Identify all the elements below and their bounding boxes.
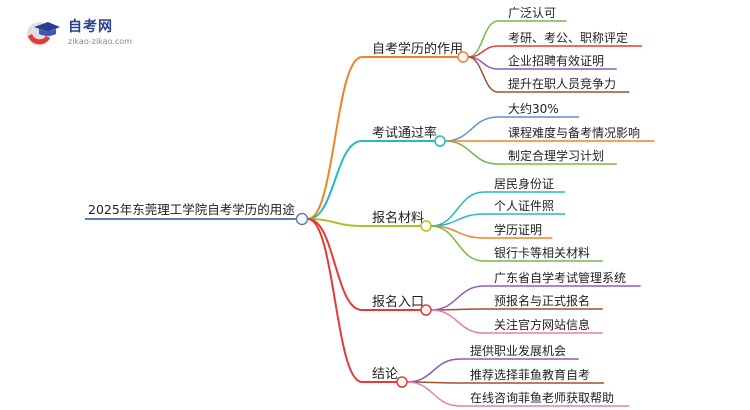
leaf-label-5-1[interactable]: 提供职业发展机会 xyxy=(470,343,566,358)
edge-root-to-branch-3 xyxy=(307,218,363,227)
leaf-label-3-1[interactable]: 居民身份证 xyxy=(494,176,554,191)
branch-label-1[interactable]: 自考学历的作用 xyxy=(372,41,463,57)
leaf-label-4-3[interactable]: 关注官方网站信息 xyxy=(494,317,590,332)
branch-node-5[interactable] xyxy=(396,376,408,388)
branch-node-1[interactable] xyxy=(457,51,469,63)
branch-label-3[interactable]: 报名材料 xyxy=(372,210,424,226)
edge-root-to-branch-5 xyxy=(307,218,363,383)
branch-label-5[interactable]: 结论 xyxy=(372,367,398,382)
leaf-label-5-2[interactable]: 推荐选择菲鱼教育自考 xyxy=(470,367,590,382)
edge-branch-1-leaf-4 xyxy=(467,56,499,93)
site-logo[interactable]: 自考网 zikao-zikao.com xyxy=(24,16,144,56)
leaf-label-3-3[interactable]: 学历证明 xyxy=(494,222,542,237)
logo-title: 自考网 xyxy=(68,19,113,35)
leaf-label-4-1[interactable]: 广东省自学考试管理系统 xyxy=(494,270,626,285)
edge-root-to-branch-4 xyxy=(307,218,363,311)
edge-branch-5-leaf-3 xyxy=(406,381,461,407)
mindmap-nodes: 自考学历的作用 广泛认可考研、考公、职称评定企业招聘有效证明提升在职人员竞争力考试… xyxy=(88,6,640,405)
edge-branch-4-leaf-3 xyxy=(430,309,485,334)
leaf-label-1-4[interactable]: 提升在职人员竞争力 xyxy=(508,76,616,91)
mindmap-edges xyxy=(85,20,655,407)
edge-branch-3-leaf-1 xyxy=(430,191,485,227)
edge-branch-5-leaf-1 xyxy=(406,358,461,383)
leaf-label-1-3[interactable]: 企业招聘有效证明 xyxy=(508,53,604,68)
edge-root-to-branch-1 xyxy=(307,56,363,220)
branch-label-2[interactable]: 考试通过率 xyxy=(372,125,437,141)
edge-branch-4-leaf-1 xyxy=(430,285,485,311)
branch-node-3[interactable] xyxy=(420,220,432,232)
leaf-label-2-2[interactable]: 课程难度与备考情况影响 xyxy=(508,125,640,140)
leaf-label-1-2[interactable]: 考研、考公、职称评定 xyxy=(508,30,628,45)
branch-node-2[interactable] xyxy=(434,135,446,147)
branch-node-4[interactable] xyxy=(420,304,432,316)
graduation-cap-icon xyxy=(27,22,60,46)
edge-branch-3-leaf-4 xyxy=(430,225,485,262)
root-node[interactable] xyxy=(295,212,309,226)
leaf-label-3-2[interactable]: 个人证件照 xyxy=(494,199,554,213)
leaf-label-3-4[interactable]: 银行卡等相关材料 xyxy=(494,246,590,260)
logo-subtitle: zikao-zikao.com xyxy=(68,37,132,46)
leaf-label-4-2[interactable]: 预报名与正式报名 xyxy=(494,293,590,308)
leaf-label-2-3[interactable]: 制定合理学习计划 xyxy=(508,148,604,163)
edge-branch-2-leaf-3 xyxy=(444,140,499,165)
edge-root-to-branch-2 xyxy=(307,140,363,220)
edge-branch-2-leaf-1 xyxy=(444,116,499,142)
root-label[interactable]: 2025年东莞理工学院自考学历的用途 xyxy=(88,202,295,217)
leaf-label-5-3[interactable]: 在线咨询菲鱼老师获取帮助 xyxy=(470,390,614,405)
leaf-label-2-1[interactable]: 大约30% xyxy=(508,101,559,116)
leaf-label-1-1[interactable]: 广泛认可 xyxy=(508,6,556,20)
branch-label-4[interactable]: 报名入口 xyxy=(372,294,424,310)
